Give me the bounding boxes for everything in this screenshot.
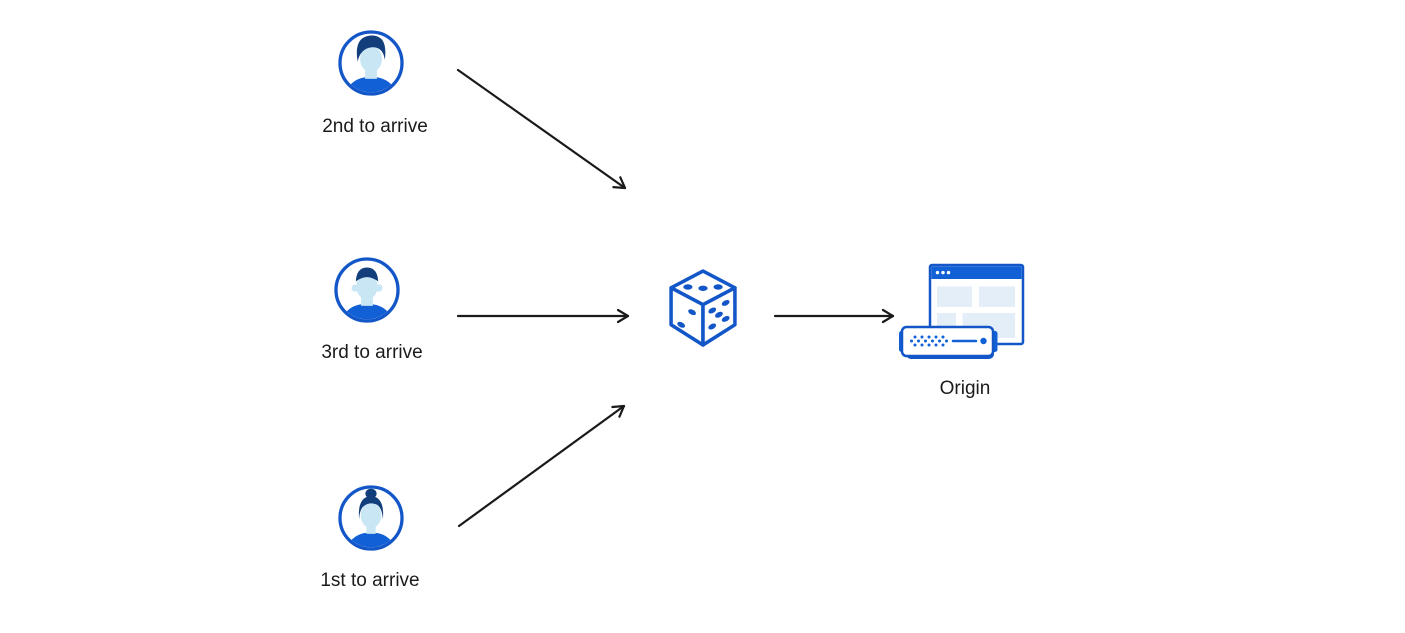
actor-label-2nd: 2nd to arrive [322,116,428,137]
actor-label-3rd: 3rd to arrive [321,342,423,363]
server-icon [899,325,998,359]
destination-label: Origin [939,378,991,399]
male-user-flattop-avatar [334,257,400,323]
dice-icon [669,269,737,347]
arrow-user2-to-dice [456,68,627,190]
arrow-user1-to-dice [457,404,626,528]
origin-browser-server-icon [899,263,1025,359]
male-user-avatar [338,30,404,96]
actor-label-1st: 1st to arrive [320,570,420,591]
female-user-avatar [338,485,404,551]
